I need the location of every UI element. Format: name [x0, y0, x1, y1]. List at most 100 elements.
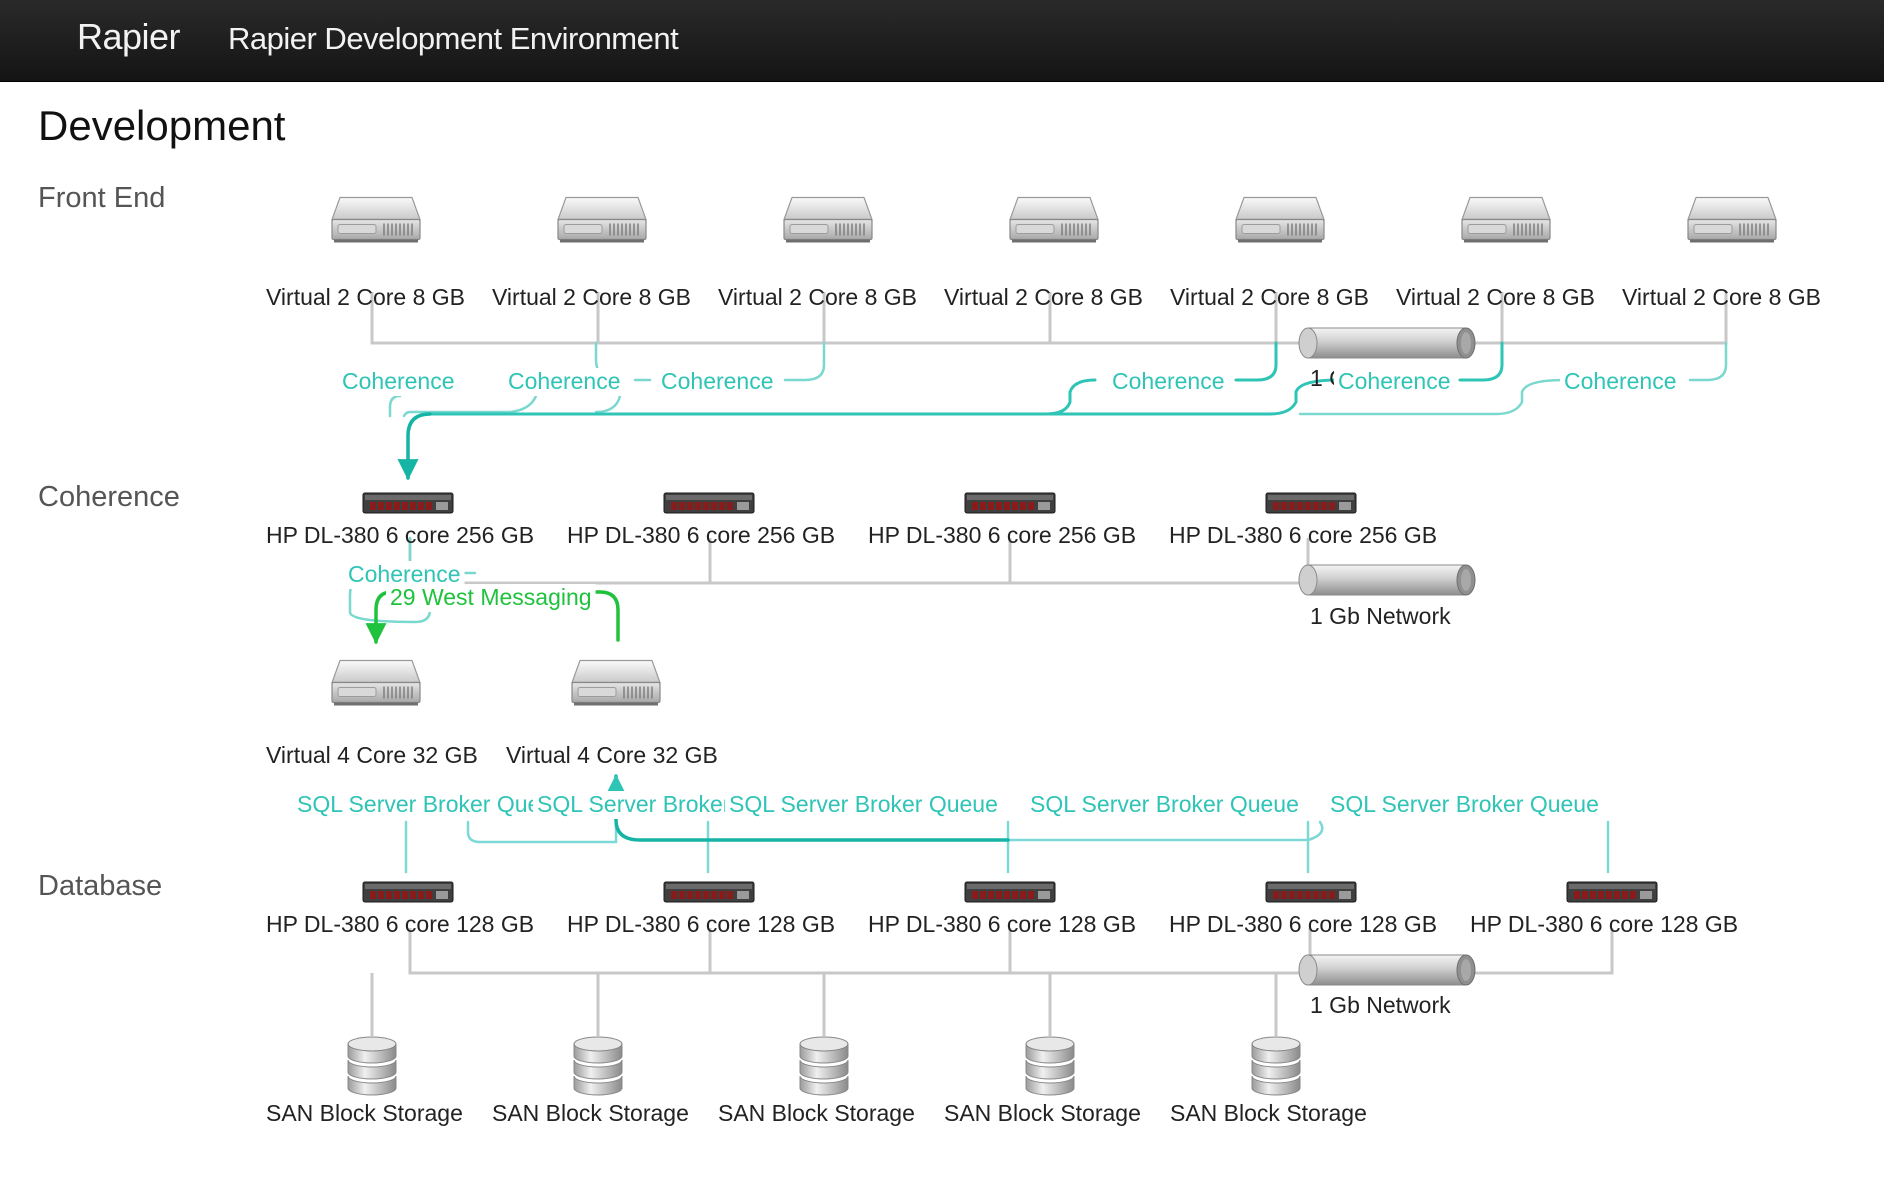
database-network-line: [370, 928, 1614, 1036]
virtual-server-icon: [783, 196, 873, 244]
database-server-label: HP DL-380 6 core 128 GB: [868, 911, 1136, 937]
rack-server-icon: [663, 881, 755, 903]
virtual-server-icon: [1461, 196, 1551, 244]
rack-server-icon: [1566, 881, 1658, 903]
storage-label: SAN Block Storage: [492, 1100, 689, 1126]
virtual-server-icon: [331, 196, 421, 244]
coherence-link-label: Coherence: [342, 368, 455, 394]
virtual-server-icon: [1687, 196, 1777, 244]
database-network-label: 1 Gb Network: [1310, 992, 1451, 1018]
coherence-main-arrow: [397, 412, 432, 481]
network-cylinder-icon: [1298, 954, 1476, 986]
front-end-server-labels: Virtual 2 Core 8 GB Virtual 2 Core 8 GB Vi…: [266, 284, 1821, 310]
rack-server-icon: [1265, 881, 1357, 903]
messaging-link-label-background: [386, 584, 596, 612]
sql-queue-label: SQL Server Broker Queue: [729, 791, 998, 817]
app-server-labels: Virtual 4 Core 32 GB Virtual 4 Core 32 GB: [266, 742, 718, 768]
coherence-link-label: Coherence: [348, 561, 461, 587]
front-end-network-line: [370, 292, 1728, 345]
database-server-label: HP DL-380 6 core 128 GB: [1169, 911, 1437, 937]
database-server-labels: HP DL-380 6 core 128 GB HP DL-380 6 core …: [266, 911, 1738, 937]
sql-queue-link-main: [607, 774, 1010, 842]
front-end-server-label: Virtual 2 Core 8 GB: [1622, 284, 1821, 310]
front-end-server-label: Virtual 2 Core 8 GB: [718, 284, 917, 310]
coherence-link-label-background: [1560, 368, 1681, 396]
virtual-server-icon: [1235, 196, 1325, 244]
coherence-link-path-6: [1298, 341, 1728, 416]
app-server-label: Virtual 4 Core 32 GB: [506, 742, 718, 768]
coherence-server-icons: [362, 492, 1357, 514]
virtual-server-icon: [557, 196, 647, 244]
virtual-server-icon: [1009, 196, 1099, 244]
coherence-link-label-background: [338, 368, 459, 396]
coherence-network-label: 1 Gb Network: [1310, 603, 1451, 629]
app-server-icons: [331, 659, 661, 707]
coherence-link-label: Coherence: [1338, 368, 1451, 394]
coherence-link-label-background: [657, 368, 778, 396]
coherence-link-label-background: [1108, 368, 1229, 396]
page-title: Development: [38, 102, 286, 149]
storage-label: SAN Block Storage: [266, 1100, 463, 1126]
storage-label: SAN Block Storage: [944, 1100, 1141, 1126]
sql-queue-label-background: [1326, 791, 1603, 819]
database-storage-icon: [1025, 1036, 1075, 1096]
section-title-coherence: Coherence: [38, 481, 180, 513]
database-server-label: HP DL-380 6 core 128 GB: [567, 911, 835, 937]
coherence-server-label: HP DL-380 6 core 256 GB: [266, 522, 534, 548]
coherence-link-path-3: [594, 341, 826, 414]
network-cylinder-icon: [1298, 327, 1476, 359]
rack-server-icon: [663, 492, 755, 514]
rack-server-icon: [964, 881, 1056, 903]
front-end-server-label: Virtual 2 Core 8 GB: [1396, 284, 1595, 310]
coherence-server-labels: HP DL-380 6 core 256 GB HP DL-380 6 core …: [266, 522, 1437, 548]
coherence-server-label: HP DL-380 6 core 256 GB: [868, 522, 1136, 548]
database-server-label: HP DL-380 6 core 128 GB: [1470, 911, 1738, 937]
front-end-server-label: Virtual 2 Core 8 GB: [266, 284, 465, 310]
front-end-server-label: Virtual 2 Core 8 GB: [492, 284, 691, 310]
sql-queue-labels: SQL Server Broker Queue SQL Server Broker…: [293, 791, 1603, 819]
sql-queue-label: SQL Server Broker Queue: [1030, 791, 1299, 817]
sql-queue-label: SQL Server Broker Queue: [1330, 791, 1599, 817]
database-server-label: HP DL-380 6 core 128 GB: [266, 911, 534, 937]
coherence-link-label-background: [504, 368, 625, 396]
coherence-link-label-background: [1334, 368, 1455, 396]
coherence-server-label: HP DL-380 6 core 256 GB: [567, 522, 835, 548]
rack-server-icon: [1265, 492, 1357, 514]
database-network: 1 Gb Network: [1298, 954, 1476, 1018]
front-end-server-icons: [331, 196, 1777, 244]
nav-link-environment[interactable]: Rapier Development Environment: [228, 21, 679, 56]
section-title-front-end: Front End: [38, 182, 166, 214]
sql-queue-link-4: [868, 820, 1324, 842]
app-server-label: Virtual 4 Core 32 GB: [266, 742, 478, 768]
database-storage-icon: [573, 1036, 623, 1096]
storage-labels: SAN Block Storage SAN Block Storage SAN Bl…: [266, 1100, 1367, 1126]
coherence-network: 1 Gb Network: [1298, 564, 1476, 629]
database-storage-icon: [1251, 1036, 1301, 1096]
virtual-server-icon: [571, 659, 661, 707]
coherence-server-label: HP DL-380 6 core 256 GB: [1169, 522, 1437, 548]
coherence-link-path-5: [1048, 341, 1504, 416]
storage-icons: [347, 1036, 1301, 1096]
database-server-icons: [362, 881, 1658, 903]
sql-queue-label: SQL Server Broker Queue: [297, 791, 566, 817]
sql-queue-label-background: [293, 791, 570, 819]
storage-label: SAN Block Storage: [718, 1100, 915, 1126]
front-end-server-label: Virtual 2 Core 8 GB: [944, 284, 1143, 310]
virtual-server-icon: [331, 659, 421, 707]
sql-queue-link-3: [706, 820, 1610, 874]
rack-server-icon: [362, 492, 454, 514]
coherence-link-path-1: [388, 394, 402, 418]
front-end-server-label: Virtual 2 Core 8 GB: [1170, 284, 1369, 310]
sql-queue-label-background: [725, 791, 1002, 819]
coherence-link-label: Coherence: [661, 368, 774, 394]
network-cylinder-icon: [1298, 564, 1476, 596]
section-title-database: Database: [38, 870, 163, 902]
messaging-link-label: 29 West Messaging: [390, 584, 592, 610]
sql-queue-link-2: [466, 820, 618, 844]
storage-label: SAN Block Storage: [1170, 1100, 1367, 1126]
top-navbar: Rapier Rapier Development Environment: [0, 0, 1884, 82]
brand-link[interactable]: Rapier: [77, 16, 181, 57]
coherence-link-label: Coherence: [1564, 368, 1677, 394]
